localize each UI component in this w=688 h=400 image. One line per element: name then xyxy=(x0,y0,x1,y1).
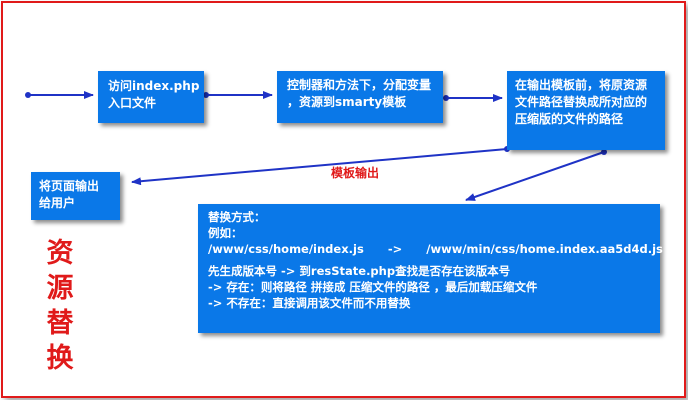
replace-line-1: 在输出模板前，将原资源 xyxy=(515,78,648,92)
replace-method-box: 替换方式： 例如： /www/css/home/index.js -> /www… xyxy=(198,204,663,333)
arrow-controller-dot xyxy=(443,95,449,101)
arrow-entry-dot xyxy=(203,92,209,98)
output-line-1: 将页面输出 xyxy=(39,179,100,193)
method-path-row: /www/css/home/index.js -> /www/min/css/h… xyxy=(208,241,663,257)
method-step-1: 先生成版本号 -> 到resState.php查找是否存在该版本号 xyxy=(208,264,511,278)
method-step-3: -> 不存在：直接调用该文件而不用替换 xyxy=(208,296,411,310)
replace-before-output-box: 在输出模板前，将原资源 文件路径替换成所对应的 压缩版的文件的路径 xyxy=(507,71,665,150)
arrow-start-dot xyxy=(25,92,31,98)
arrow-replace-to-method xyxy=(465,151,605,201)
side-title-char-4: 换 xyxy=(46,343,74,374)
controller-box: 控制器和方法下，分配变量 ，资源到smarty模板 xyxy=(277,71,443,123)
method-step-2: -> 存在：则将路径 拼接成 压缩文件的路径 ，最后加载压缩文件 xyxy=(208,280,538,294)
side-title-char-1: 资 xyxy=(46,238,74,269)
arrow-method-dot xyxy=(601,149,607,155)
entry-line-2: 入口文件 xyxy=(108,96,157,110)
entry-line-1: 访问index.php xyxy=(108,79,200,93)
method-example-label: 例如： xyxy=(208,226,243,240)
replace-line-2: 文件路径替换成所对应的 xyxy=(515,95,648,109)
output-line-2: 给用户 xyxy=(39,196,76,210)
path-arrow: -> xyxy=(387,242,403,256)
side-title-char-2: 源 xyxy=(46,273,74,304)
controller-line-1: 控制器和方法下，分配变量 xyxy=(287,78,432,92)
output-to-user-box: 将页面输出 给用户 xyxy=(31,172,120,220)
entry-box: 访问index.php 入口文件 xyxy=(98,71,204,123)
arrow-replace-to-output xyxy=(131,148,508,186)
path-to: /www/min/css/home.index.aa5d4d.js xyxy=(426,242,663,256)
side-title-char-3: 替 xyxy=(46,308,74,339)
controller-line-2: ，资源到smarty模板 xyxy=(287,95,407,109)
replace-line-3: 压缩版的文件的路径 xyxy=(515,112,624,126)
template-output-label: 模板输出 xyxy=(331,166,380,180)
method-title: 替换方式： xyxy=(208,210,266,224)
side-title: 资 源 替 换 xyxy=(40,236,80,376)
path-from: /www/css/home/index.js xyxy=(208,242,364,256)
